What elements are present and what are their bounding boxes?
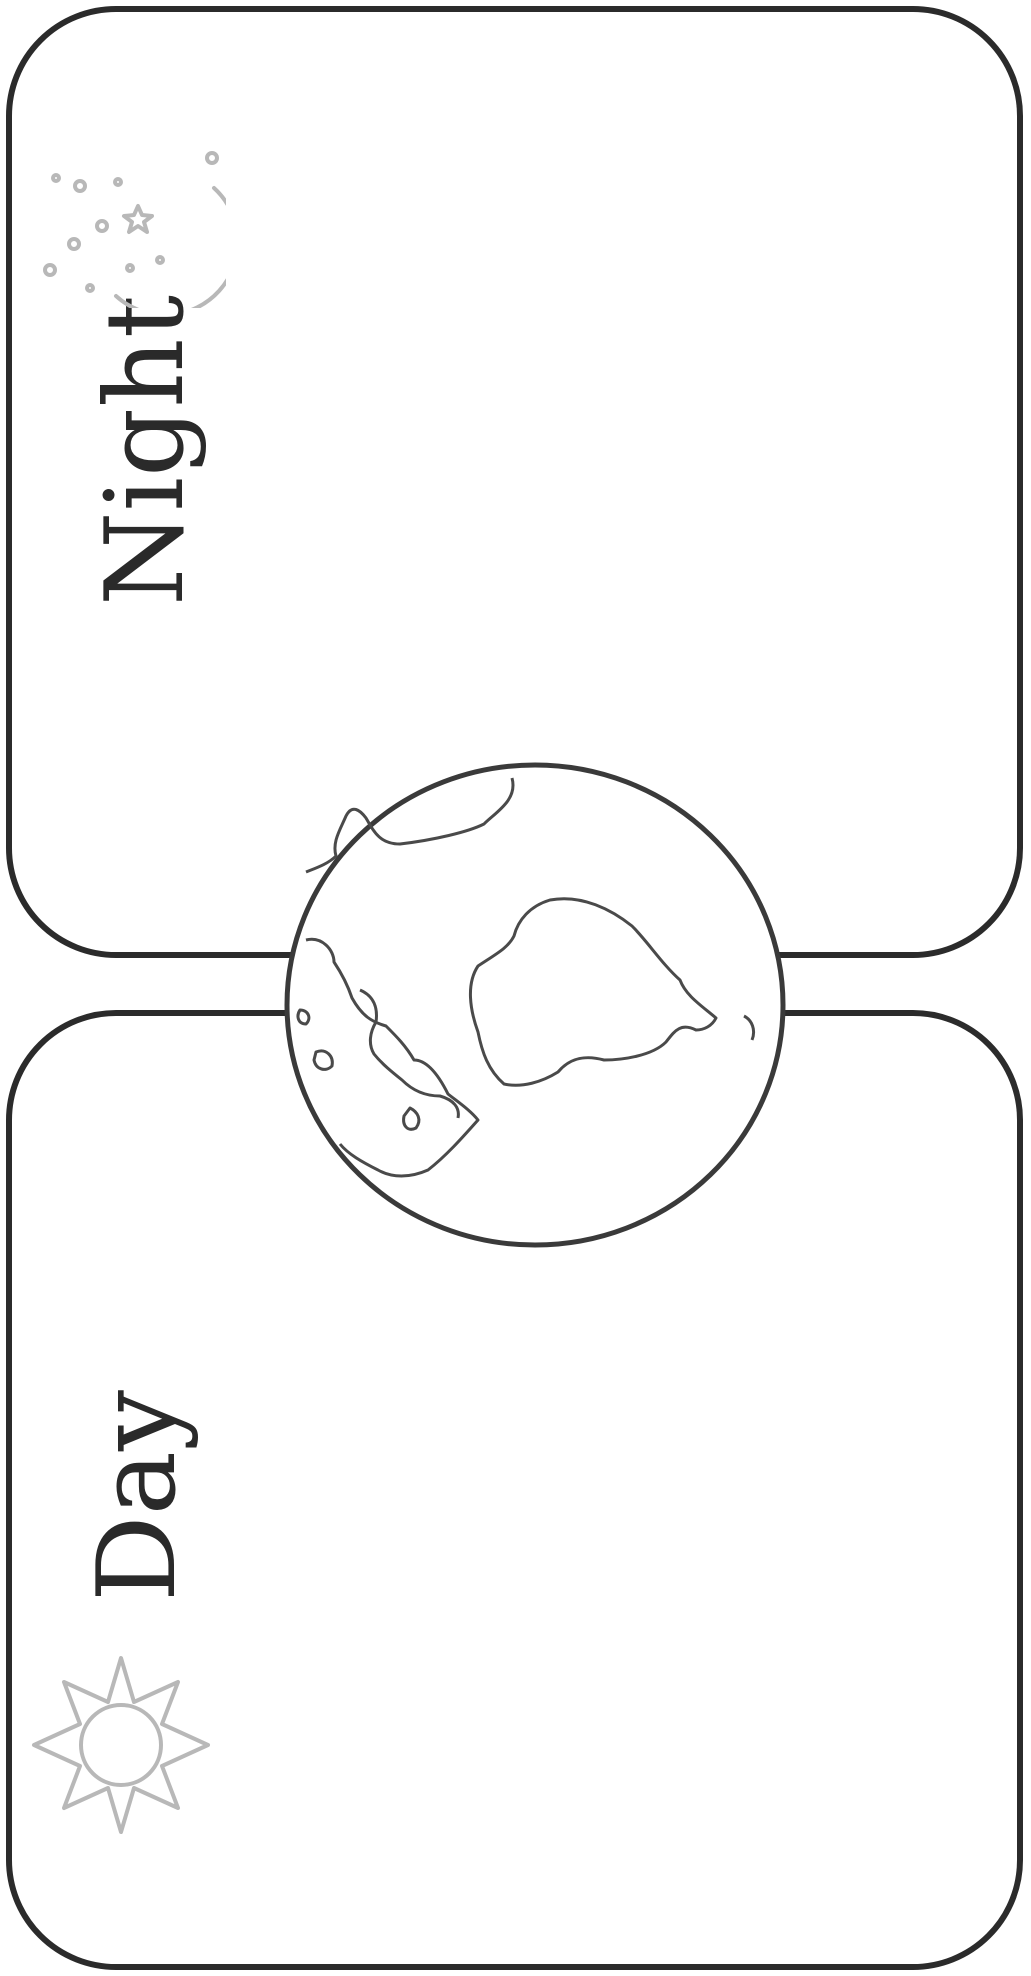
moon-stars-icon xyxy=(26,148,226,308)
night-label: Night xyxy=(92,295,200,606)
globe-icon xyxy=(282,760,788,1250)
sun-icon xyxy=(26,1650,216,1840)
day-label: Day xyxy=(84,1390,192,1602)
